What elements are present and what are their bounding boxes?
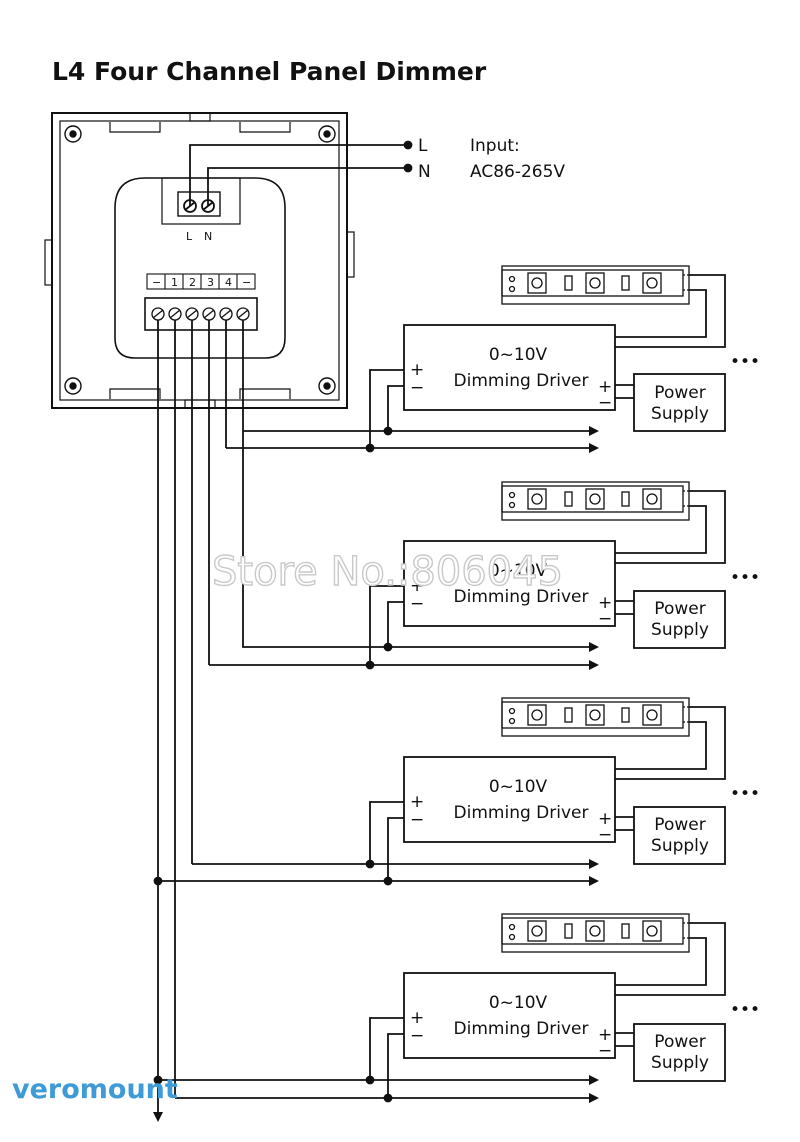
dimming-driver-box xyxy=(403,324,616,411)
driver-4-out-minus: − xyxy=(598,1041,612,1061)
supply-1-line2: Supply xyxy=(651,404,709,424)
driver-2-in-minus: − xyxy=(410,594,424,614)
driver-2-in-plus: + xyxy=(410,576,424,596)
dimming-driver-box xyxy=(403,972,616,1059)
dimming-driver-box xyxy=(403,540,616,627)
driver-3-out-plus: + xyxy=(598,809,612,829)
driver-4-in-plus: + xyxy=(410,1008,424,1028)
panel-dimmer: L N − 1 2 3 4 − xyxy=(44,112,355,409)
driver-1-range: 0~10V xyxy=(489,345,548,365)
driver-4-range: 0~10V xyxy=(489,993,548,1013)
terminal-label-l: L xyxy=(186,230,193,243)
driver-1-out-plus: + xyxy=(598,377,612,397)
supply-4-line1: Power xyxy=(654,1032,705,1052)
driver-3-in-minus: − xyxy=(410,810,424,830)
more-4: ••• xyxy=(730,1000,760,1020)
channel-1 xyxy=(226,265,726,453)
driver-1-out-minus: − xyxy=(598,393,612,413)
led-strip xyxy=(501,481,690,521)
driver-3-name: Dimming Driver xyxy=(454,803,589,823)
ac-input-wiring xyxy=(189,140,413,206)
supply-2-line1: Power xyxy=(654,599,705,619)
supply-1-line1: Power xyxy=(654,383,705,403)
led-strip xyxy=(501,697,690,737)
driver-4-name: Dimming Driver xyxy=(454,1019,589,1039)
power-supply-box xyxy=(633,590,726,649)
out-label-4: 4 xyxy=(225,276,232,289)
out-label-minus-a: − xyxy=(152,276,161,289)
screw-holes xyxy=(64,125,336,395)
input-neutral-label: N xyxy=(418,162,431,182)
out-label-2: 2 xyxy=(189,276,196,289)
brand-logo-text: veromount xyxy=(12,1074,178,1105)
output-terminal-labels xyxy=(146,273,256,290)
power-supply-box xyxy=(633,806,726,865)
output-terminal-block xyxy=(144,297,258,331)
dimming-driver-box xyxy=(403,756,616,843)
page-title: L4 Four Channel Panel Dimmer xyxy=(52,57,487,86)
terminal-label-n: N xyxy=(204,230,212,243)
input-line-label: L xyxy=(418,136,428,156)
supply-3-line1: Power xyxy=(654,815,705,835)
power-supply-box xyxy=(633,373,726,432)
driver-4-in-minus: − xyxy=(410,1026,424,1046)
supply-2-line2: Supply xyxy=(651,620,709,640)
more-3: ••• xyxy=(730,784,760,804)
driver-1-in-minus: − xyxy=(410,378,424,398)
input-terminal-block xyxy=(177,191,221,217)
input-heading: Input: xyxy=(470,136,520,156)
driver-2-range: 0~10V xyxy=(489,561,548,581)
store-watermark: Store No.:806045 xyxy=(212,549,563,595)
channel-3 xyxy=(153,697,726,886)
channel-2 xyxy=(209,431,726,670)
driver-4-out-plus: + xyxy=(598,1025,612,1045)
supply-4-line2: Supply xyxy=(651,1053,709,1073)
brand-logo: veromount xyxy=(12,1074,178,1105)
driver-3-out-minus: − xyxy=(598,825,612,845)
dimmer-output-wires xyxy=(153,320,244,1122)
led-strip xyxy=(501,913,690,953)
out-label-minus-b: − xyxy=(242,276,251,289)
input-voltage: AC86-265V xyxy=(470,162,565,182)
more-1: ••• xyxy=(730,352,760,372)
supply-3-line2: Supply xyxy=(651,836,709,856)
out-label-1: 1 xyxy=(171,276,178,289)
driver-1-name: Dimming Driver xyxy=(454,371,589,391)
channel-4 xyxy=(153,913,726,1103)
out-label-3: 3 xyxy=(207,276,214,289)
driver-2-out-minus: − xyxy=(598,609,612,629)
power-supply-box xyxy=(633,1023,726,1082)
driver-3-in-plus: + xyxy=(410,792,424,812)
led-strip xyxy=(501,265,690,305)
driver-3-range: 0~10V xyxy=(489,777,548,797)
driver-2-out-plus: + xyxy=(598,593,612,613)
driver-1-in-plus: + xyxy=(410,360,424,380)
more-2: ••• xyxy=(730,568,760,588)
driver-2-name: Dimming Driver xyxy=(454,587,589,607)
